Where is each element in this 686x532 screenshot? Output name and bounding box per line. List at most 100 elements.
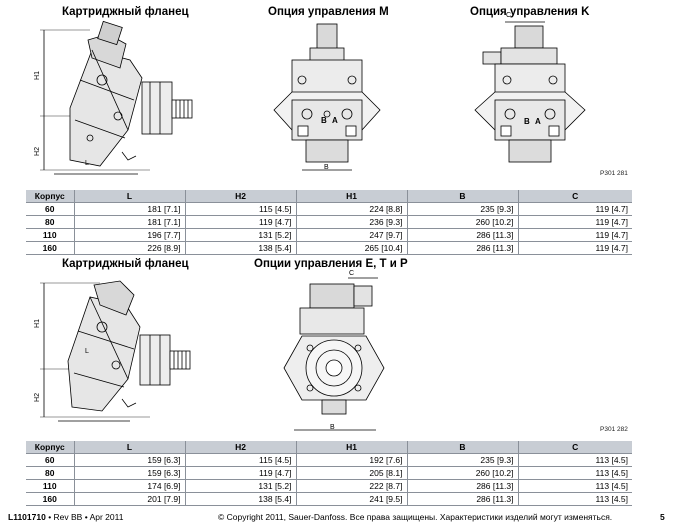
dim-h1-label-bottom: H1 [33, 319, 41, 328]
side-view-drawing-bottom [40, 280, 191, 422]
cell-l: 181 [7.1] [73, 202, 185, 216]
header-l: L [73, 190, 185, 203]
port-b-label-k: B [524, 117, 530, 126]
front-view-control-k [474, 21, 586, 163]
footer-doc-id: L1101710 [8, 512, 46, 522]
dim-h1-label-top: H1 [33, 71, 41, 80]
drawing-code-bottom: P301 282 [600, 426, 628, 433]
dimensions-table-top: Корпус L H2 H1 B C 60 181 [7.1] 115 [4.5… [26, 190, 632, 255]
table-header-row: Корпус L H2 H1 B C [26, 441, 632, 454]
cell-b: 286 [11.3] [406, 241, 518, 255]
cell-h2: 138 [5.4] [184, 241, 296, 255]
cell-h2: 115 [4.5] [184, 453, 296, 467]
cell-h1: 236 [9.3] [295, 215, 407, 229]
cell-housing: 110 [26, 228, 74, 242]
side-view-drawing-top [40, 20, 193, 175]
header-h1: H1 [295, 190, 407, 203]
cell-h2: 115 [4.5] [184, 202, 296, 216]
dim-l-label-bottom: L [85, 348, 89, 355]
cell-b: 260 [10.2] [406, 215, 518, 229]
cell-h1: 265 [10.4] [295, 241, 407, 255]
dim-b-label-etp: B [330, 424, 335, 431]
cell-b: 286 [11.3] [406, 228, 518, 242]
header-c: C [517, 190, 632, 203]
caption-cartridge-flange-top: Картриджный фланец [62, 6, 189, 18]
cell-c: 119 [4.7] [517, 202, 632, 216]
cell-housing: 80 [26, 466, 74, 480]
front-view-control-m [273, 23, 381, 171]
footer-doc-info: L1101710 • Rev BB • Apr 2011 [8, 512, 123, 522]
header-housing: Корпус [26, 190, 74, 203]
dim-c-label-k: C [506, 12, 512, 19]
cell-h1: 222 [8.7] [295, 479, 407, 493]
table-row: 60 181 [7.1] 115 [4.5] 224 [8.8] 235 [9.… [26, 202, 632, 216]
port-a-label-k: A [535, 117, 541, 126]
cell-l: 159 [6.3] [73, 453, 185, 467]
cell-l: 226 [8.9] [73, 241, 185, 255]
dim-l-label-top: L [85, 160, 89, 167]
cell-h2: 131 [5.2] [184, 479, 296, 493]
cell-h2: 138 [5.4] [184, 492, 296, 506]
cell-housing: 60 [26, 202, 74, 216]
cell-h1: 247 [9.7] [295, 228, 407, 242]
header-h2: H2 [184, 190, 296, 203]
cell-h1: 241 [9.5] [295, 492, 407, 506]
header-b: B [406, 190, 518, 203]
cell-l: 196 [7.7] [73, 228, 185, 242]
footer-page-number: 5 [660, 512, 665, 522]
cell-h2: 119 [4.7] [184, 215, 296, 229]
header-c: C [517, 441, 632, 454]
cell-h1: 224 [8.8] [295, 202, 407, 216]
cell-b: 235 [9.3] [406, 453, 518, 467]
table-row: 80 159 [6.3] 119 [4.7] 205 [8.1] 260 [10… [26, 466, 632, 480]
table-row: 80 181 [7.1] 119 [4.7] 236 [9.3] 260 [10… [26, 215, 632, 229]
cell-c: 113 [4.5] [517, 479, 632, 493]
table-row: 60 159 [6.3] 115 [4.5] 192 [7.6] 235 [9.… [26, 453, 632, 467]
cell-housing: 80 [26, 215, 74, 229]
header-h1: H1 [295, 441, 407, 454]
footer-copyright: © Copyright 2011, Sauer-Danfoss. Все пра… [218, 512, 613, 522]
cell-housing: 60 [26, 453, 74, 467]
cell-b: 260 [10.2] [406, 466, 518, 480]
header-l: L [73, 441, 185, 454]
header-b: B [406, 441, 518, 454]
cell-housing: 110 [26, 479, 74, 493]
dim-h2-label-bottom: H2 [33, 393, 41, 402]
cell-c: 119 [4.7] [517, 215, 632, 229]
cell-c: 119 [4.7] [517, 228, 632, 242]
header-housing: Корпус [26, 441, 74, 454]
cell-l: 181 [7.1] [73, 215, 185, 229]
cell-b: 235 [9.3] [406, 202, 518, 216]
dim-c-label-etp: C [349, 270, 355, 277]
dim-b-label-m: B [324, 164, 329, 171]
drawing-code-top: P301 281 [600, 170, 628, 177]
caption-control-m: Опция управления M [268, 6, 389, 18]
dimensions-table-bottom: Корпус L H2 H1 B C 60 159 [6.3] 115 [4.5… [26, 441, 632, 506]
table-row: 110 174 [6.9] 131 [5.2] 222 [8.7] 286 [1… [26, 479, 632, 493]
dim-h2-label-top: H2 [33, 147, 41, 156]
table-row: 110 196 [7.7] 131 [5.2] 247 [9.7] 286 [1… [26, 228, 632, 242]
cell-h1: 205 [8.1] [295, 466, 407, 480]
caption-control-etp: Опции управления E, T и P [254, 258, 408, 270]
cell-b: 286 [11.3] [406, 492, 518, 506]
port-a-label-m: A [332, 116, 338, 125]
cell-h2: 131 [5.2] [184, 228, 296, 242]
front-view-control-etp [283, 277, 385, 431]
cell-h2: 119 [4.7] [184, 466, 296, 480]
cell-housing: 160 [26, 241, 74, 255]
cell-l: 174 [6.9] [73, 479, 185, 493]
port-b-label-m: B [321, 116, 327, 125]
cell-c: 119 [4.7] [517, 241, 632, 255]
cell-housing: 160 [26, 492, 74, 506]
header-h2: H2 [184, 441, 296, 454]
cell-c: 113 [4.5] [517, 453, 632, 467]
table-header-row: Корпус L H2 H1 B C [26, 190, 632, 203]
cell-l: 159 [6.3] [73, 466, 185, 480]
table-row: 160 201 [7.9] 138 [5.4] 241 [9.5] 286 [1… [26, 492, 632, 506]
cell-b: 286 [11.3] [406, 479, 518, 493]
caption-cartridge-flange-bottom: Картриджный фланец [62, 258, 189, 270]
table-row: 160 226 [8.9] 138 [5.4] 265 [10.4] 286 [… [26, 241, 632, 255]
footer-rev: • Rev BB • Apr 2011 [45, 512, 124, 522]
caption-control-k: Опция управления K [470, 6, 590, 18]
cell-h1: 192 [7.6] [295, 453, 407, 467]
